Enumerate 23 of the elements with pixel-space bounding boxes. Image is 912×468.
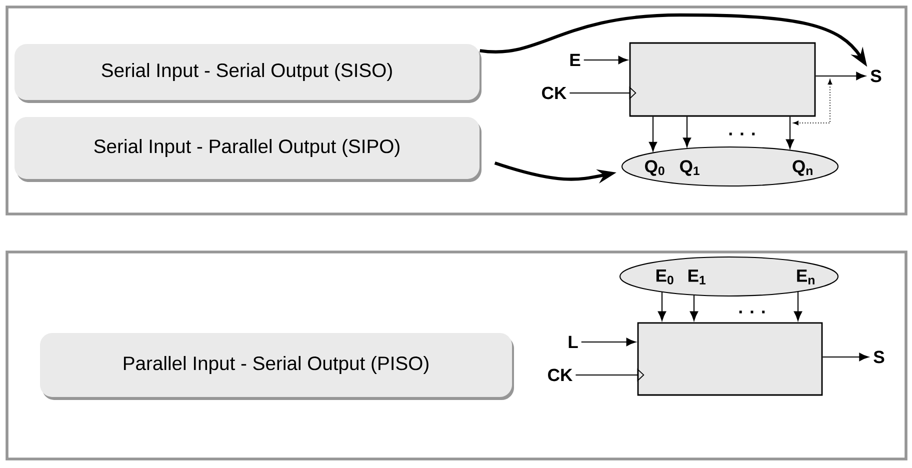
register-box <box>637 322 823 396</box>
signal-label: E <box>570 54 580 66</box>
signal-label: S <box>874 350 884 364</box>
arrow <box>816 72 866 80</box>
ellipsis-label: . . . <box>739 310 765 314</box>
title-box: Parallel Input - Serial Output (PISO) <box>40 333 514 400</box>
title-box: Serial Input - Parallel Output (SIPO) <box>14 116 482 182</box>
signal-label: CK <box>542 86 567 100</box>
arrow <box>822 352 869 362</box>
arrow <box>648 116 658 152</box>
signal-label: S <box>870 70 882 82</box>
arrow <box>786 116 794 149</box>
signal-label: L <box>568 336 578 348</box>
arrow <box>581 338 636 346</box>
signal-label: CK <box>548 368 573 382</box>
ellipsis-label: . . . <box>729 132 755 136</box>
arrow <box>794 292 802 321</box>
register-box <box>629 42 816 117</box>
title-box: Serial Input - Serial Output (SISO) <box>14 44 482 103</box>
arrow <box>584 56 628 64</box>
arrow <box>658 292 666 321</box>
arrow <box>690 294 698 321</box>
arrow <box>682 116 692 148</box>
